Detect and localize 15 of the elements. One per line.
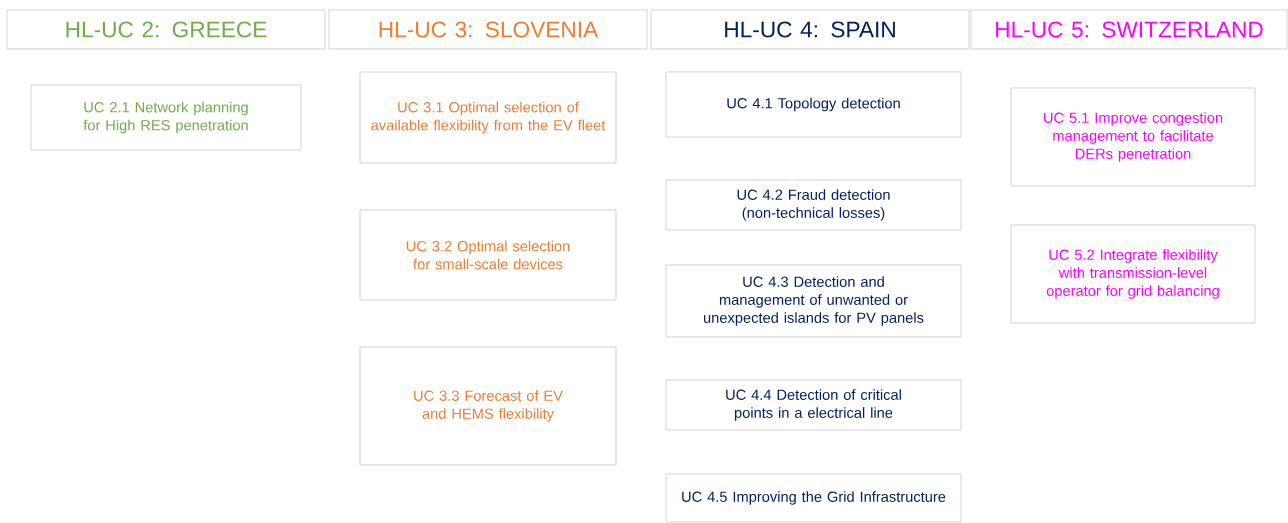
use-case-box: UC 3.1 Optimal selection of available flexibility from the EV fleet <box>359 71 617 164</box>
column-header: HL-UC 4: SPAIN <box>650 9 970 50</box>
use-case-box: UC 5.1 Improve congestion management to facilitate DERs penetration <box>1010 87 1256 187</box>
column-header: HL-UC 3: SLOVENIA <box>328 9 648 50</box>
use-case-box: UC 5.2 Integrate flexibility with transmission-level operator for grid balancing <box>1010 224 1256 324</box>
use-case-box: UC 4.5 Improving the Grid Infrastructure <box>665 473 962 523</box>
column-header: HL-UC 2: GREECE <box>6 9 326 50</box>
column-header: HL-UC 5: SWITZERLAND <box>970 9 1288 50</box>
use-case-box: UC 3.3 Forecast of EV and HEMS flexibility <box>359 346 617 466</box>
use-case-box: UC 4.2 Fraud detection (non-technical losses) <box>665 179 962 231</box>
use-case-box: UC 2.1 Network planning for High RES penetration <box>30 84 302 151</box>
use-case-box: UC 4.1 Topology detection <box>665 71 962 138</box>
use-case-box: UC 4.4 Detection of critical points in a electrical line <box>665 379 962 431</box>
use-case-box: UC 4.3 Detection and management of unwanted or unexpected islands for PV panels <box>665 264 962 338</box>
use-case-box: UC 3.2 Optimal selection for small-scale devices <box>359 209 617 301</box>
